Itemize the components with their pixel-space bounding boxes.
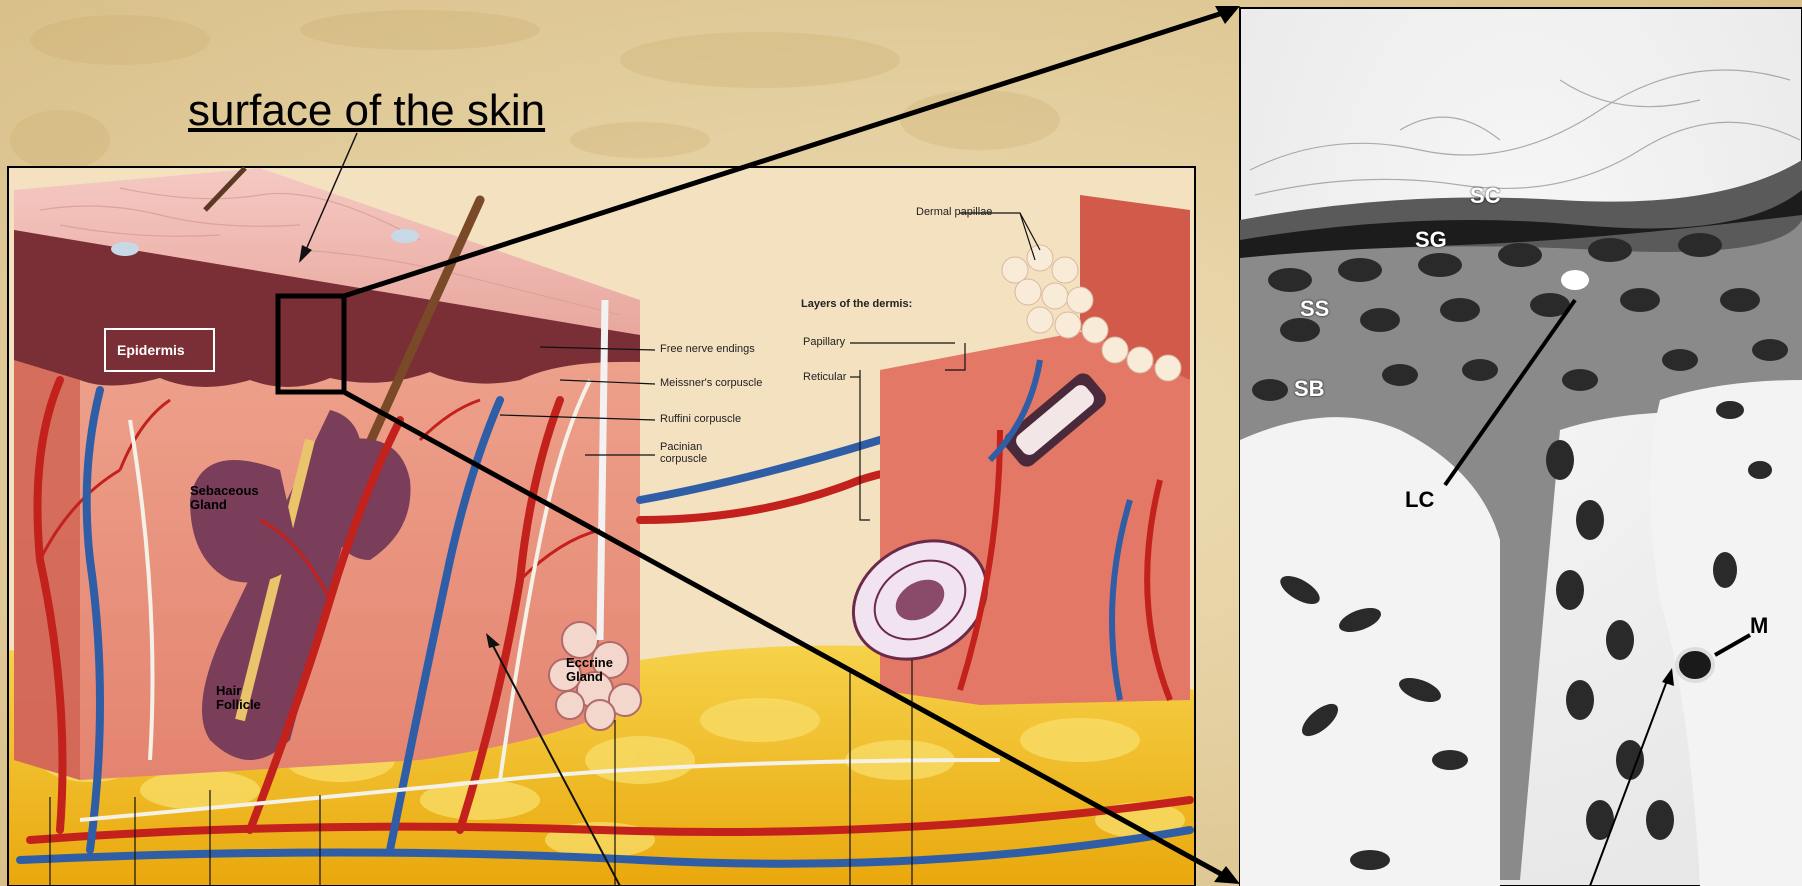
dermal-papillae-label: Dermal papillae (916, 206, 992, 218)
pacinian-corpuscle-label: Pacinian corpuscle (660, 441, 730, 465)
sebaceous-gland-label: Sebaceous Gland (190, 484, 280, 513)
page-title: surface of the skin (188, 86, 545, 136)
sweat-pore (111, 242, 139, 256)
eccrine-gland-label: Eccrine Gland (566, 656, 626, 685)
epidermis-label: Epidermis (117, 343, 185, 358)
dermis-region (1240, 417, 1500, 886)
micrograph-label-ss: SS (1300, 297, 1329, 321)
micrograph-label-m: M (1750, 614, 1768, 638)
micrograph-label-sg: SG (1415, 228, 1447, 252)
micrograph-label-sb: SB (1294, 377, 1325, 401)
papillary-label: Papillary (803, 336, 845, 348)
langerhans-cell (1561, 270, 1589, 290)
micrograph-panel (1240, 8, 1802, 886)
free-nerve-endings-label: Free nerve endings (660, 343, 755, 355)
sweat-pore (391, 229, 419, 243)
melanocyte (1677, 649, 1713, 681)
meissners-corpuscle-label: Meissner's corpuscle (660, 377, 762, 389)
reticular-label: Reticular (803, 371, 846, 383)
skin-illustration-panel (8, 167, 1195, 886)
hair-follicle-label: Hair Follicle (216, 684, 276, 713)
layers-of-dermis-label: Layers of the dermis: (801, 298, 912, 310)
sweat-duct (600, 300, 605, 640)
ruffini-corpuscle-label: Ruffini corpuscle (660, 413, 741, 425)
micrograph-label-lc: LC (1405, 488, 1434, 512)
micrograph-label-sc: SC (1470, 184, 1501, 208)
